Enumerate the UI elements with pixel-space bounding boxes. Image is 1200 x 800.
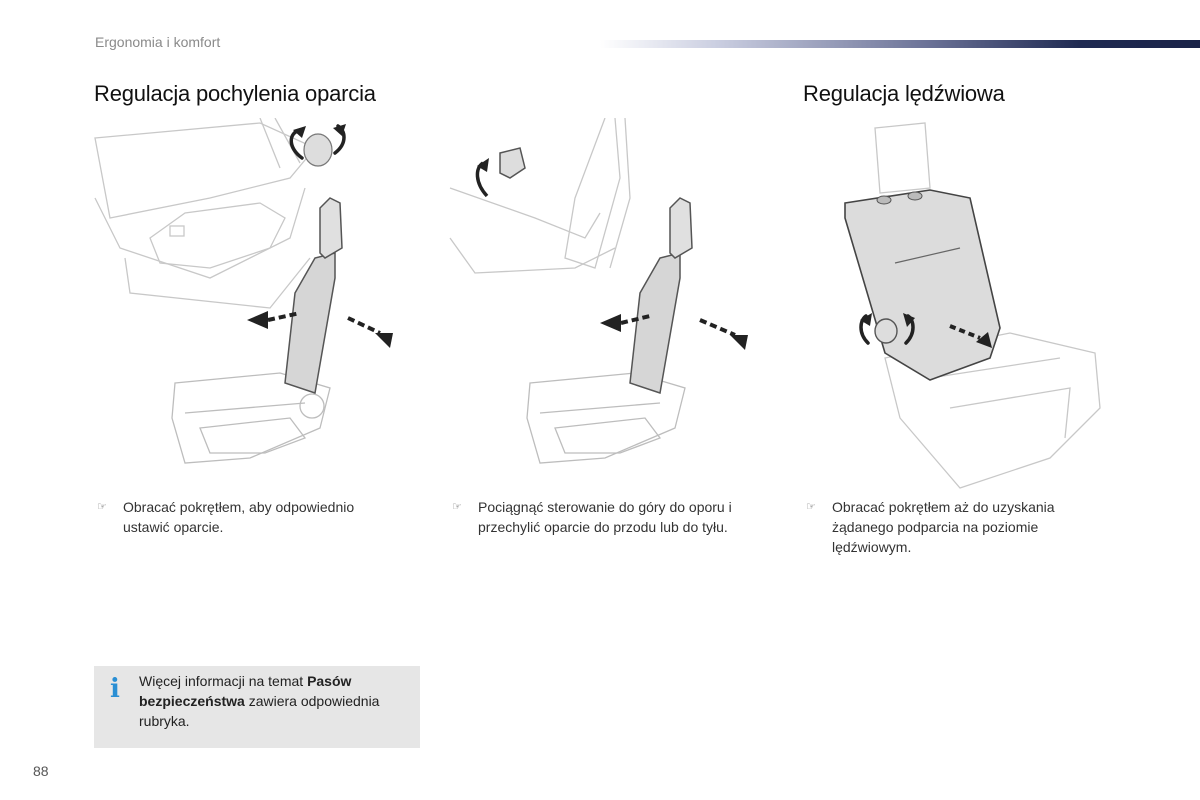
info-text: Więcej informacji na temat Pasów bezpiec… [139, 671, 414, 731]
seat-lever-illustration [445, 118, 775, 478]
step-text: Obracać pokrętłem aż do uzyskania żądane… [832, 499, 1055, 555]
section-label: Ergonomia i komfort [95, 34, 220, 50]
step-lever-instruction: ☞ Pociągnąć sterowanie do góry do oporu … [478, 497, 778, 537]
seat-knob-illustration [90, 118, 420, 478]
pointer-icon: ☞ [452, 497, 462, 517]
info-icon: i [110, 674, 120, 704]
header-gradient-bar [600, 40, 1200, 48]
title-backrest-tilt: Regulacja pochylenia oparcia [94, 81, 376, 107]
pointer-icon: ☞ [806, 497, 816, 517]
info-box: i Więcej informacji na temat Pasów bezpi… [94, 666, 420, 748]
title-lumbar: Regulacja lędźwiowa [803, 81, 1005, 107]
step-text: Obracać pokrętłem, aby odpowiednio ustaw… [123, 499, 354, 535]
pointer-icon: ☞ [97, 497, 107, 517]
step-text: Pociągnąć sterowanie do góry do oporu i … [478, 499, 732, 535]
info-text-prefix: Więcej informacji na temat [139, 673, 307, 689]
page-number: 88 [33, 763, 49, 779]
step-knob-instruction: ☞ Obracać pokrętłem, aby odpowiednio ust… [123, 497, 403, 537]
step-lumbar-instruction: ☞ Obracać pokrętłem aż do uzyskania żąda… [832, 497, 1102, 557]
seat-lumbar-illustration [830, 118, 1120, 498]
